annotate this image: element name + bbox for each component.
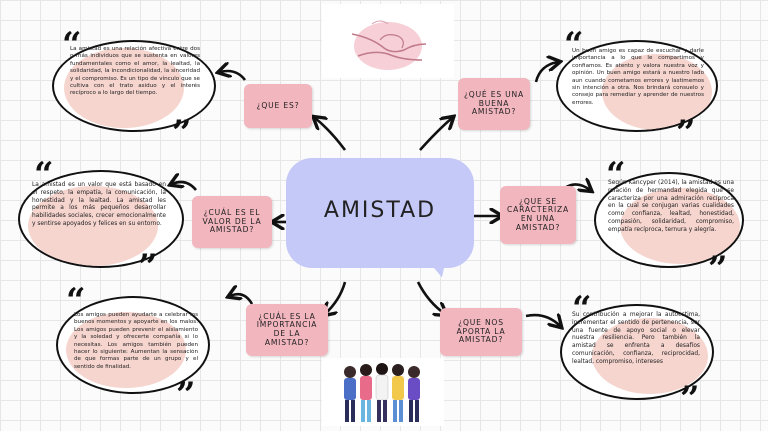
text-buena-amistad: Un buen amigo es capaz de escuchar y dar… (572, 48, 704, 107)
box-importancia: ¿CUÁL ES LA IMPORTANCIA DE LA AMISTAD? (246, 304, 328, 356)
quote-close-icon: ” (676, 116, 696, 150)
quote-close-icon: ” (176, 378, 196, 412)
quote-open-icon: “ (66, 284, 86, 318)
box-valor-label: ¿CUÁL ES EL VALOR DE LA AMISTAD? (196, 209, 268, 235)
text-que-es: La amistad es una relación afectiva entr… (70, 46, 200, 98)
quote-open-icon: “ (62, 28, 82, 62)
quote-close-icon: ” (138, 250, 158, 284)
holding-hands-illustration (322, 4, 454, 78)
box-aporta: ¿QUE NOS APORTA LA AMISTAD? (440, 308, 522, 356)
box-aporta-label: ¿QUE NOS APORTA LA AMISTAD? (444, 319, 518, 345)
quote-close-icon: ” (680, 382, 700, 416)
central-topic-title: AMISTAD (286, 198, 474, 223)
quote-open-icon: “ (34, 158, 54, 192)
quote-open-icon: “ (572, 292, 592, 326)
box-caracteriza: ¿QUE SE CARACTERIZA EN UNA AMISTAD? (500, 186, 576, 244)
box-caracteriza-label: ¿QUE SE CARACTERIZA EN UNA AMISTAD? (504, 198, 572, 233)
quote-open-icon: “ (606, 158, 626, 192)
friends-group-illustration (322, 358, 444, 426)
box-valor: ¿CUÁL ES EL VALOR DE LA AMISTAD? (192, 196, 272, 248)
box-buena-amistad-label: ¿QUÉ ES UNA BUENA AMISTAD? (462, 91, 526, 117)
text-importancia: Los amigos pueden ayudarte a celebrar lo… (74, 312, 198, 371)
text-caracteriza: Según Kancyper (2014), la amistad es una… (608, 180, 734, 234)
quote-close-icon: ” (172, 116, 192, 150)
quote-open-icon: “ (564, 28, 584, 62)
box-que-es: ¿QUE ES? (244, 84, 312, 128)
box-importancia-label: ¿CUÁL ES LA IMPORTANCIA DE LA AMISTAD? (250, 313, 324, 348)
box-que-es-label: ¿QUE ES? (257, 102, 300, 111)
box-buena-amistad: ¿QUÉ ES UNA BUENA AMISTAD? (458, 78, 530, 130)
quote-close-icon: ” (708, 252, 728, 286)
